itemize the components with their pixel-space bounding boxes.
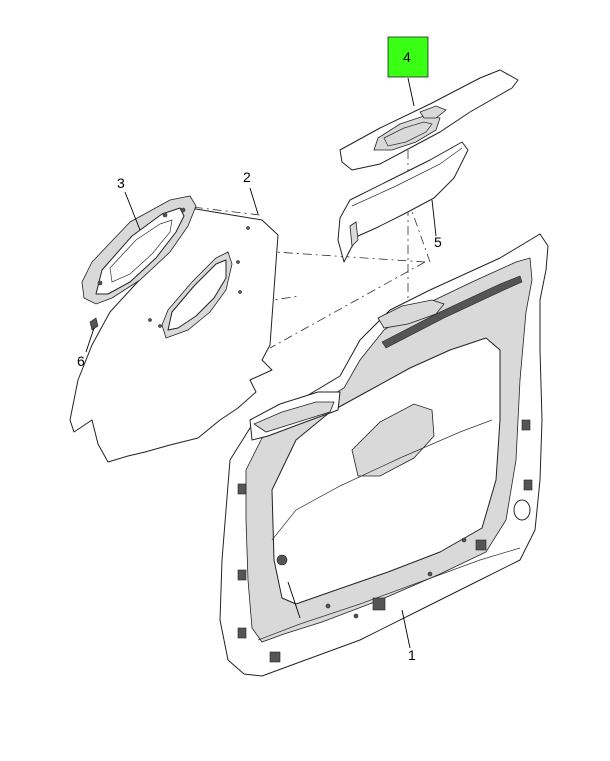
highlight-callout-box [387,36,429,78]
callout-2[interactable]: 2 [243,169,251,185]
door-trim-panel-drawing [219,233,549,677]
armrest-cover-drawing [337,141,469,263]
clip-drawing [89,317,99,331]
callout-1[interactable]: 1 [408,647,416,663]
leader-lines [85,77,437,649]
callout-4[interactable]: 4 [403,49,411,65]
watershield-sheet-drawing [69,207,279,463]
callout-3[interactable]: 3 [117,175,125,191]
speaker-frame-drawing [81,195,197,305]
callout-5[interactable]: 5 [434,234,442,250]
callout-6[interactable]: 6 [77,353,85,369]
armrest-pad-drawing [339,69,519,171]
